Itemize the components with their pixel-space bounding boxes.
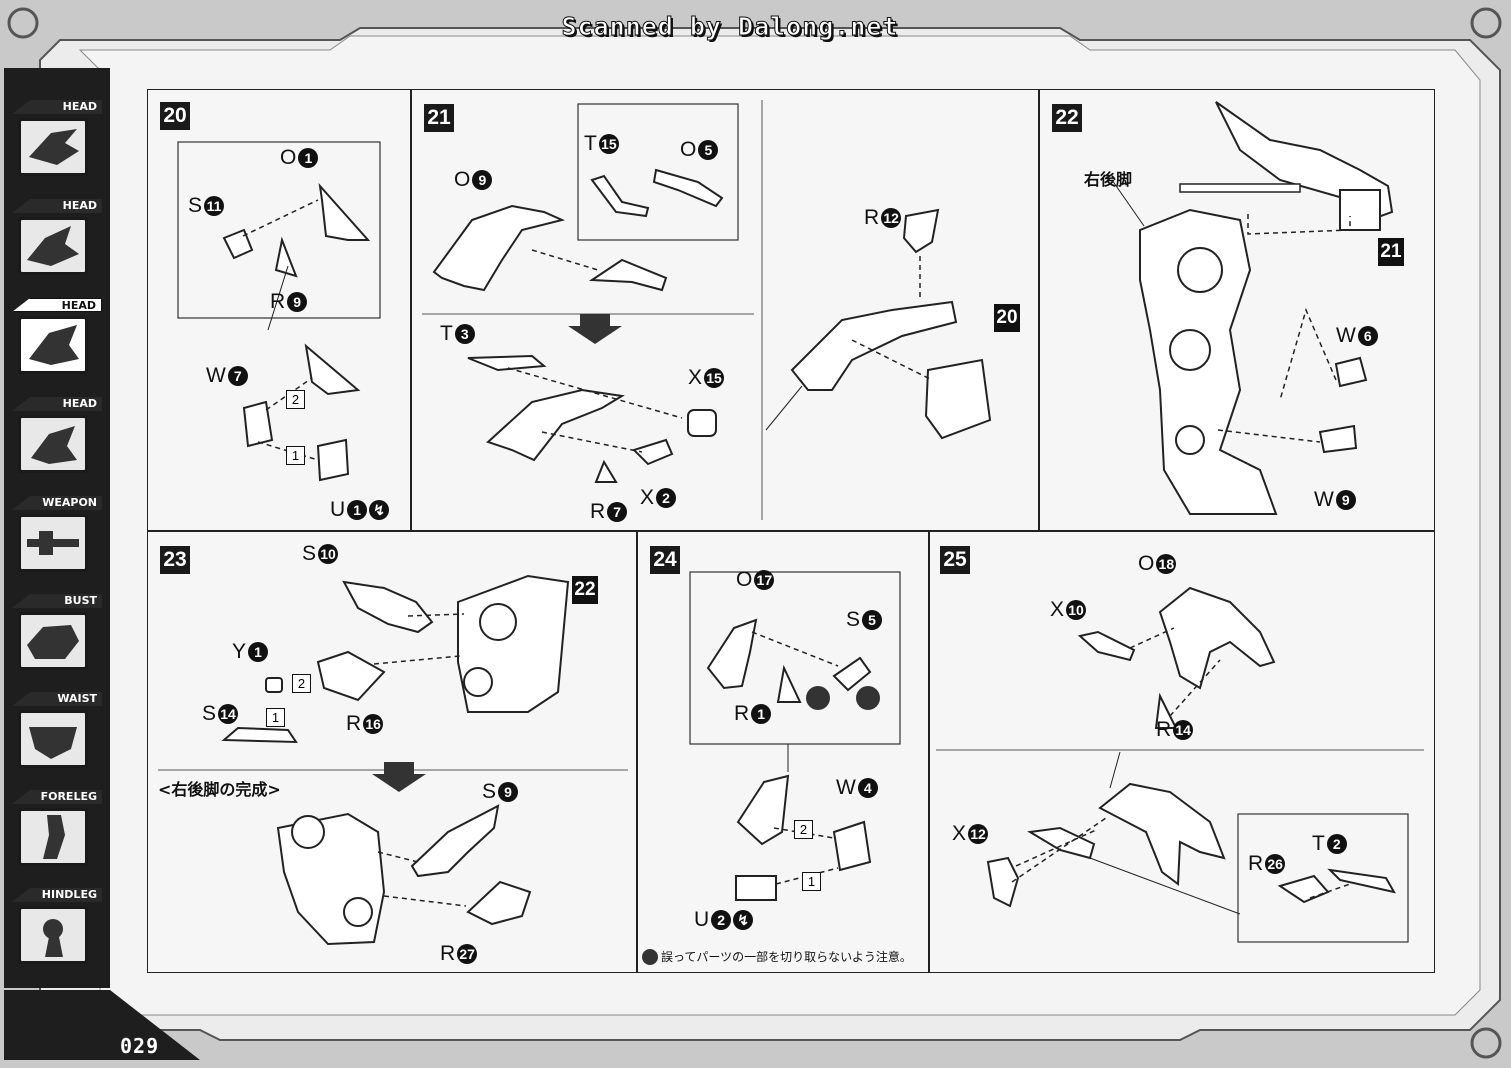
dragon-head-icon: [18, 118, 88, 176]
step-number: 24: [650, 546, 680, 574]
step-number: 25: [940, 546, 970, 574]
clip-icon: ↯: [733, 910, 754, 930]
step-reference: 21: [1378, 238, 1404, 266]
step-22-diagram: [1111, 101, 1394, 515]
step-number: 20: [160, 102, 190, 130]
dragon-head-icon: [18, 415, 88, 473]
sequence-marker: 2: [286, 390, 305, 409]
step-number: 23: [160, 546, 190, 574]
page-number: 029: [120, 1034, 160, 1058]
scan-banner: Scanned by Dalong.net: [561, 12, 899, 42]
hindleg-icon: [18, 906, 88, 964]
tab-label: HEAD: [12, 199, 102, 213]
tab-label: BUST: [12, 594, 102, 608]
gun-icon: [18, 514, 88, 572]
step-reference: 20: [994, 304, 1020, 332]
leg-label: 右後脚: [1084, 170, 1133, 189]
dragon-head-icon: [18, 217, 88, 275]
step-reference: 22: [572, 576, 598, 604]
clip-icon: ↯: [369, 500, 390, 520]
step-number: 22: [1052, 104, 1082, 132]
sequence-marker: 1: [286, 446, 305, 465]
waist-icon: [18, 710, 88, 768]
step-number: 21: [424, 104, 454, 132]
sequence-marker: 2: [794, 820, 813, 839]
tab-label: HEAD: [12, 100, 102, 114]
torso-icon: [18, 612, 88, 670]
foreleg-icon: [18, 808, 88, 866]
tab-head-4[interactable]: HEAD: [8, 393, 103, 483]
sequence-marker: 2: [292, 674, 311, 693]
tab-foreleg[interactable]: FORELEG: [8, 786, 103, 876]
step-21-diagram: [422, 100, 992, 520]
sequence-marker: 1: [266, 708, 285, 727]
tab-label: FORELEG: [12, 790, 102, 804]
tab-label: HEAD: [12, 397, 102, 411]
tab-label: WEAPON: [12, 496, 102, 510]
tab-label: WAIST: [12, 692, 102, 706]
caution-icon: [642, 948, 658, 965]
tab-waist[interactable]: WAIST: [8, 688, 103, 778]
tab-weapon[interactable]: WEAPON: [8, 492, 103, 582]
dragon-head-icon: [18, 316, 88, 374]
tab-hindleg[interactable]: HINDLEG: [8, 884, 103, 974]
caution-note: 誤ってパーツの一部を切り取らないよう注意。: [642, 948, 912, 965]
sequence-marker: 1: [802, 872, 821, 891]
tab-head-1[interactable]: HEAD: [8, 96, 103, 186]
step-23-diagram: [158, 574, 628, 946]
step-20-diagram: [177, 141, 381, 482]
tab-bust[interactable]: BUST: [8, 590, 103, 680]
step-25-diagram: [936, 586, 1424, 943]
tab-head-3[interactable]: HEAD: [8, 294, 103, 384]
step-24-diagram: [689, 571, 901, 901]
tab-head-2[interactable]: HEAD: [8, 195, 103, 285]
completion-label: <右後脚の完成>: [158, 780, 281, 799]
tab-label: HEAD: [12, 298, 102, 312]
tab-label: HINDLEG: [12, 888, 102, 902]
